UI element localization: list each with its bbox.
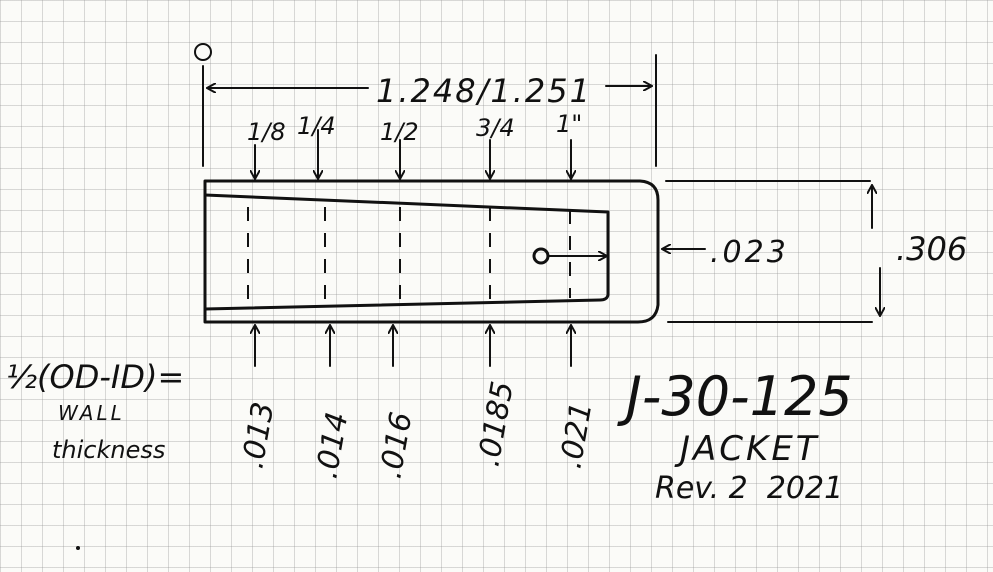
position-label-4: 3/4	[476, 114, 515, 142]
position-label-5: 1"	[556, 110, 582, 138]
outer-diameter-label: .306	[896, 230, 967, 268]
wall-thickness-3: .016	[373, 410, 419, 482]
revision-label: Rev. 2 2021	[655, 471, 843, 506]
wall-caption-line2: thickness	[52, 436, 165, 464]
jacket-outer-profile	[203, 179, 660, 324]
wall-caption-line1: WALL	[58, 401, 125, 425]
part-name: JACKET	[674, 429, 820, 469]
wall-thickness-1: .013	[235, 400, 281, 472]
wall-formula: ½(OD-ID)=	[6, 358, 184, 396]
position-label-2: 1/4	[297, 112, 336, 140]
stray-mark	[76, 546, 80, 550]
wall-thickness-5: .021	[553, 400, 599, 472]
overall-length-label: 1.248/1.251	[376, 72, 592, 110]
jacket-inner-profile	[203, 193, 610, 311]
wall-thickness-4: .0185	[471, 379, 520, 470]
part-number: J-30-125	[617, 365, 853, 428]
origin-label: 0	[216, 39, 217, 40]
base-reference-circle	[532, 247, 550, 265]
base-thickness-label: .023	[710, 235, 789, 270]
origin-circle	[194, 43, 212, 61]
wall-thickness-2: .014	[309, 410, 355, 482]
position-label-1: 1/8	[247, 118, 286, 146]
